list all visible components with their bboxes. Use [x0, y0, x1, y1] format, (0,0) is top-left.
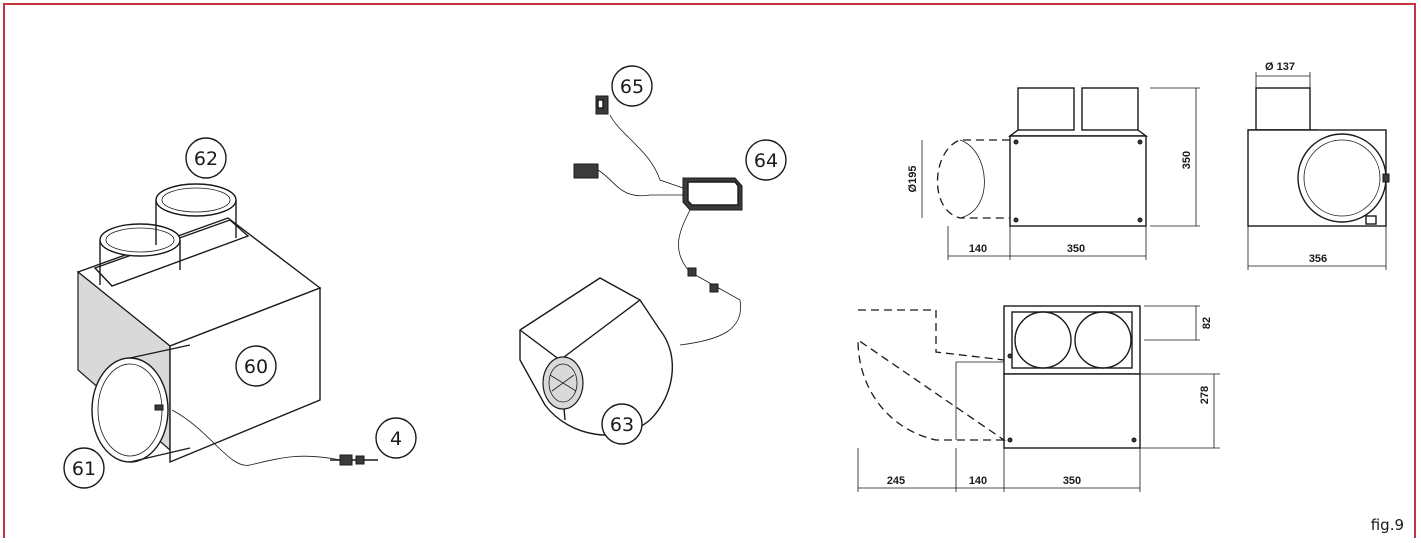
dim-width-245: 245 — [887, 475, 905, 487]
side-elevation — [1247, 72, 1390, 270]
figure-label: fig.9 — [1371, 516, 1404, 534]
callout-62: 62 — [185, 137, 227, 179]
front-elevation — [921, 87, 1200, 260]
dim-width-140-bottom: 140 — [969, 475, 987, 487]
ventilation-box-isometric — [76, 183, 378, 466]
callout-61-label: 61 — [72, 458, 96, 480]
dim-height-82: 82 — [1201, 317, 1213, 329]
dim-width-350-bottom: 350 — [1063, 475, 1081, 487]
callout-61: 61 — [63, 447, 105, 489]
callout-65: 65 — [611, 65, 653, 107]
plan-view — [857, 305, 1220, 492]
callout-65-label: 65 — [620, 76, 644, 98]
dim-diameter-137: Ø 137 — [1265, 61, 1295, 73]
dim-height-350: 350 — [1181, 151, 1193, 169]
callout-63-label: 63 — [610, 414, 634, 436]
dim-height-278: 278 — [1199, 386, 1211, 404]
dim-width-356: 356 — [1309, 253, 1327, 265]
callout-60-label: 60 — [244, 356, 268, 378]
callout-4-label: 4 — [390, 428, 402, 450]
dim-width-140-top: 140 — [969, 243, 987, 255]
fan-assembly — [519, 95, 743, 436]
callout-63: 63 — [601, 403, 643, 445]
callout-64: 64 — [745, 139, 787, 181]
callout-60: 60 — [235, 345, 277, 387]
dim-diameter-195: Ø195 — [907, 166, 919, 193]
callout-62-label: 62 — [194, 148, 218, 170]
dim-width-350-top: 350 — [1067, 243, 1085, 255]
callout-64-label: 64 — [754, 150, 778, 172]
figure-frame — [3, 3, 1416, 538]
callout-4: 4 — [375, 417, 417, 459]
